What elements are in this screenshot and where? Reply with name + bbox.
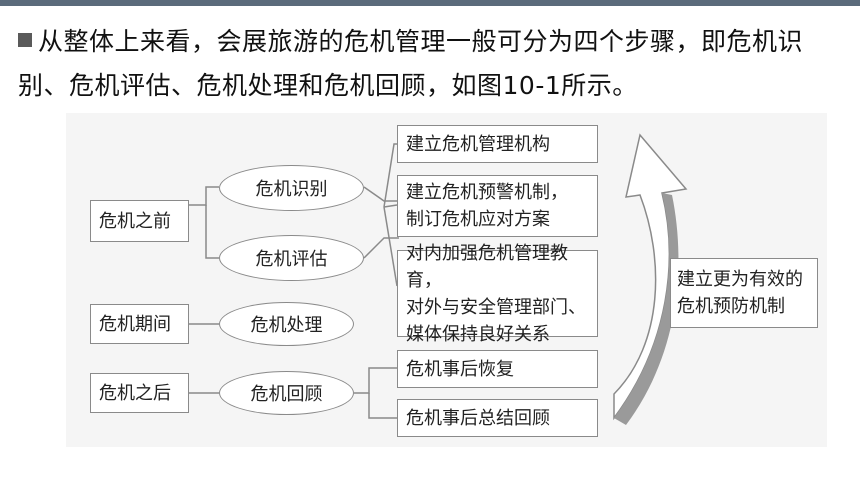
intro-text: 从整体上来看，会展旅游的危机管理一般可分为四个步骤，即危机识别、危机评估、危机处…: [18, 27, 804, 100]
phase-label-during: 危机期间: [99, 313, 171, 335]
phase-label-after: 危机之后: [99, 382, 171, 404]
curved-up-arrow-icon: [613, 133, 688, 425]
connector-before-assess: [205, 205, 219, 259]
action-label-summary: 危机事后总结回顾: [406, 407, 550, 429]
connector-to-summary: [368, 393, 397, 419]
action-box-recovery: 危机事后恢复: [397, 350, 598, 388]
step-label-assess: 危机评估: [255, 249, 328, 270]
action-box-org: 建立危机管理机构: [397, 125, 598, 163]
connector-identify-merge: [363, 186, 399, 202]
action-label-org: 建立危机管理机构: [406, 133, 550, 155]
connector-before-identify: [189, 186, 219, 206]
crisis-management-diagram: 危机之前 危机期间 危机之后 危机识别 危机评估 危机处理 危机回顾 建立危机管…: [66, 113, 827, 447]
phase-box-before: 危机之前: [90, 200, 189, 242]
outcome-box: 建立更为有效的 危机预防机制: [670, 258, 818, 328]
connector-to-education: [383, 206, 398, 287]
step-oval-review: 危机回顾: [219, 371, 354, 415]
step-label-identify: 危机识别: [255, 179, 328, 200]
action-label-education: 对内加强危机管理教育， 对外与安全管理部门、 媒体保持良好关系: [406, 242, 586, 345]
action-box-education: 对内加强危机管理教育， 对外与安全管理部门、 媒体保持良好关系: [397, 243, 598, 345]
intro-paragraph: 从整体上来看，会展旅游的危机管理一般可分为四个步骤，即危机识别、危机评估、危机处…: [18, 20, 848, 108]
connector-to-warning: [383, 204, 398, 208]
step-label-review: 危机回顾: [250, 384, 323, 405]
step-oval-handle: 危机处理: [219, 302, 354, 346]
action-label-warning: 建立危机预警机制， 制订危机应对方案: [406, 182, 568, 230]
step-oval-assess: 危机评估: [219, 235, 364, 281]
square-bullet-icon: [18, 33, 32, 47]
step-oval-identify: 危机识别: [219, 165, 364, 211]
phase-label-before: 危机之前: [99, 210, 171, 232]
connector-to-recovery: [354, 367, 397, 394]
connector-to-org: [383, 143, 397, 208]
connector-assess-merge: [363, 237, 399, 259]
connector-lines: [189, 133, 688, 425]
action-box-summary: 危机事后总结回顾: [397, 399, 598, 437]
header-band: [0, 0, 860, 6]
phase-box-after: 危机之后: [90, 373, 189, 413]
step-label-handle: 危机处理: [250, 315, 323, 336]
phase-box-during: 危机期间: [90, 304, 189, 344]
action-box-warning: 建立危机预警机制， 制订危机应对方案: [397, 175, 598, 237]
outcome-label: 建立更为有效的 危机预防机制: [677, 269, 803, 317]
action-label-recovery: 危机事后恢复: [406, 358, 514, 380]
